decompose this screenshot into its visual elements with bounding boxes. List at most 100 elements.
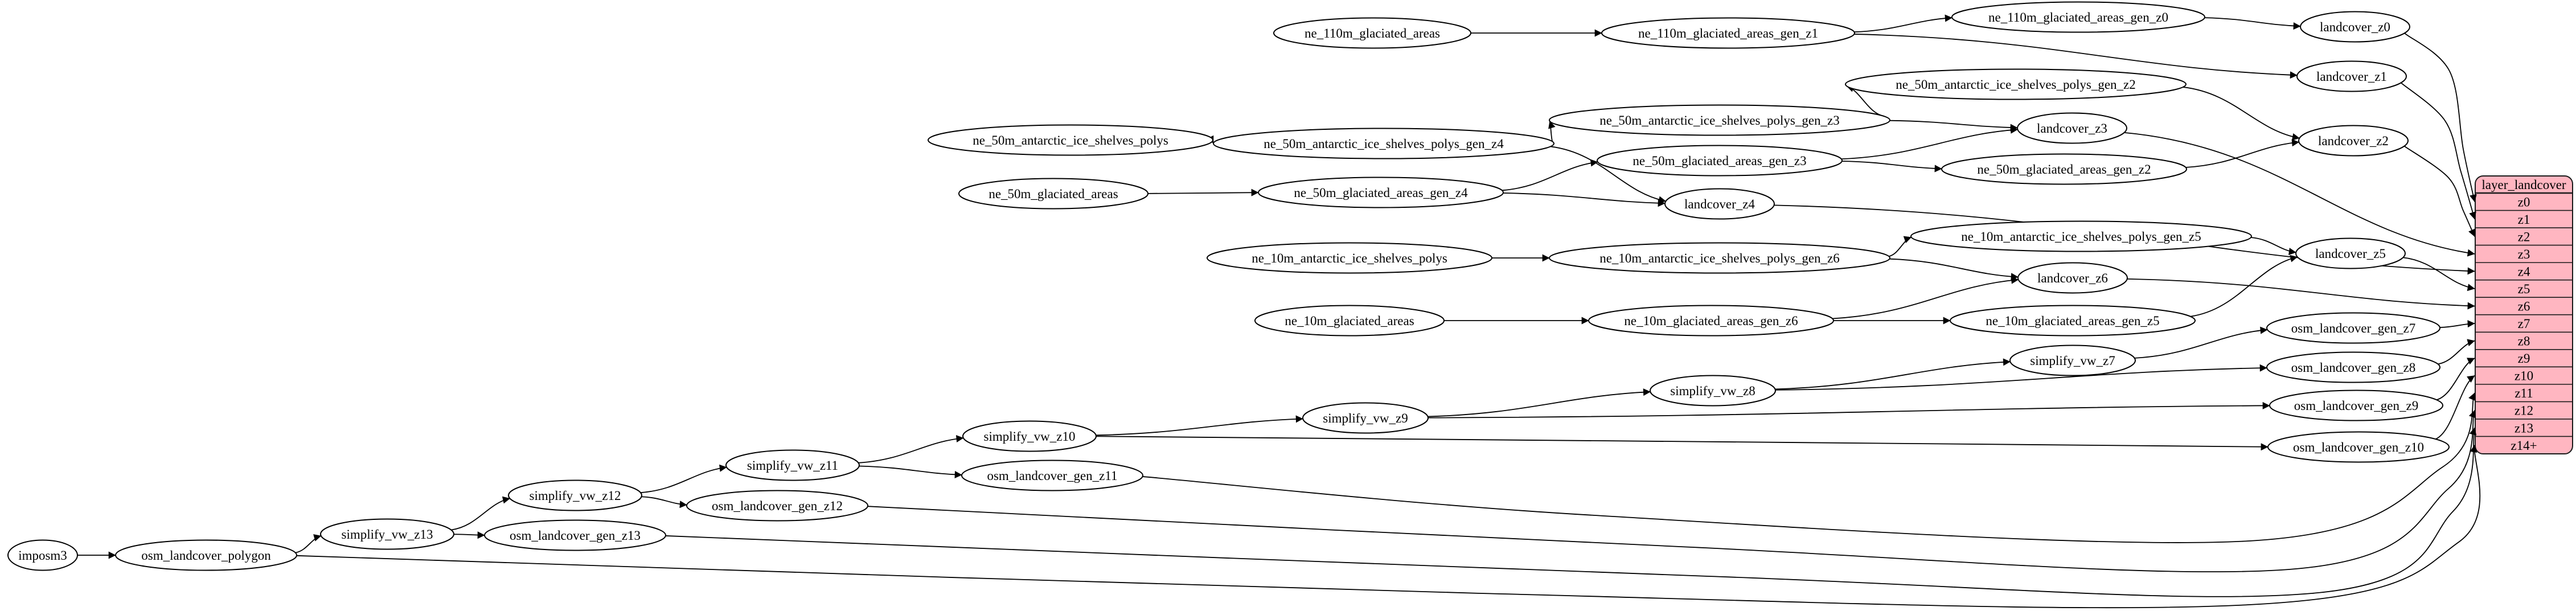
node-label: osm_landcover_gen_z10 — [2293, 440, 2424, 454]
node-label: landcover_z6 — [2037, 271, 2108, 285]
node-simplify_vw_z7: simplify_vw_z7 — [2009, 345, 2136, 376]
node-ellipse — [1588, 305, 1834, 337]
node-simplify_vw_z9: simplify_vw_z9 — [1302, 402, 1429, 434]
node-label: ne_50m_glaciated_areas — [988, 187, 1118, 201]
node-ne_50m_glaciated_areas_gen_z2: ne_50m_glaciated_areas_gen_z2 — [1941, 153, 2187, 185]
node-ellipse — [2017, 262, 2128, 294]
layer-table-row-z5: z5 — [2518, 282, 2530, 296]
edges — [77, 14, 2481, 609]
edge-landcover_z6-to-layer_landcover.z6 — [2127, 278, 2475, 310]
node-ne_10m_glaciated_areas_gen_z5: ne_10m_glaciated_areas_gen_z5 — [1950, 305, 2196, 337]
node-ellipse — [2300, 11, 2410, 43]
layer-table-row-z8: z8 — [2518, 334, 2530, 348]
node-osm_landcover_gen_z9: osm_landcover_gen_z9 — [2269, 389, 2443, 421]
node-landcover_z5: landcover_z5 — [2295, 237, 2406, 269]
node-landcover_z0: landcover_z0 — [2300, 11, 2410, 43]
edge-landcover_z2-to-layer_landcover.z2 — [2403, 145, 2475, 237]
node-ellipse — [484, 519, 666, 551]
node-ellipse — [1213, 128, 1554, 159]
edge-landcover_z0-to-layer_landcover.z0 — [2404, 32, 2477, 202]
layer-table-row-z4: z4 — [2518, 264, 2530, 278]
edge-ne_50m_glaciated_areas_gen_z4-to-landcover_z4 — [1503, 192, 1666, 207]
edge-landcover_z5-to-layer_landcover.z5 — [2403, 257, 2475, 292]
layer-table-row-z2: z2 — [2518, 229, 2530, 244]
layer-table-row-z13: z13 — [2515, 421, 2533, 435]
edge-ne_50m_antarctic_ice_shelves_polys_gen_z2-to-landcover_z2 — [2183, 87, 2300, 141]
node-ellipse — [1950, 305, 2196, 337]
node-label: ne_110m_glaciated_areas — [1305, 26, 1440, 40]
node-ellipse — [2009, 345, 2136, 376]
node-ellipse — [1254, 305, 1445, 337]
node-label: osm_landcover_gen_z9 — [2294, 399, 2418, 413]
edge-simplify_vw_z9-to-osm_landcover_gen_z9 — [1428, 401, 2270, 419]
node-label: simplify_vw_z7 — [2030, 354, 2115, 368]
edge-osm_landcover_gen_z12-to-layer_landcover.z12 — [867, 410, 2476, 573]
node-ellipse — [2266, 351, 2440, 383]
edge-osm_landcover_gen_z10-to-layer_landcover.z10 — [2435, 375, 2475, 440]
edge-simplify_vw_z10-to-simplify_vw_z9 — [1096, 415, 1303, 436]
edge-ne_50m_glaciated_areas_gen_z3-to-landcover_z3 — [1841, 126, 2019, 160]
node-ellipse — [958, 178, 1148, 210]
node-ellipse — [686, 490, 868, 522]
node-label: simplify_vw_z12 — [530, 489, 621, 503]
node-ne_50m_antarctic_ice_shelves_polys: ne_50m_antarctic_ice_shelves_polys — [928, 124, 1213, 156]
node-label: landcover_z0 — [2320, 20, 2390, 34]
node-ellipse — [1664, 188, 1775, 220]
node-ellipse — [1597, 145, 1843, 177]
node-osm_landcover_gen_z10: osm_landcover_gen_z10 — [2267, 431, 2450, 463]
node-ellipse — [962, 420, 1097, 452]
edge-osm_landcover_gen_z13-to-layer_landcover.z13 — [665, 427, 2477, 597]
edge-landcover_z1-to-layer_landcover.z1 — [2401, 82, 2476, 220]
layer-table-title: layer_landcover — [2481, 178, 2566, 192]
edge-ne_10m_antarctic_ice_shelves_polys_gen_z6-to-landcover_z6 — [1889, 258, 2019, 281]
node-ellipse — [7, 539, 78, 571]
layer-table-row-z0: z0 — [2518, 195, 2530, 209]
node-label: simplify_vw_z11 — [747, 458, 838, 473]
node-ne_10m_glaciated_areas: ne_10m_glaciated_areas — [1254, 305, 1445, 337]
edge-ne_10m_antarctic_ice_shelves_polys_gen_z5-to-landcover_z5 — [2251, 237, 2296, 256]
node-ne_10m_glaciated_areas_gen_z6: ne_10m_glaciated_areas_gen_z6 — [1588, 305, 1834, 337]
node-ellipse — [1650, 375, 1776, 407]
node-ellipse — [320, 518, 454, 550]
layer-table-row-z14+: z14+ — [2511, 438, 2537, 453]
edge-simplify_vw_z13-to-osm_landcover_gen_z13 — [453, 531, 485, 539]
node-label: ne_50m_glaciated_areas_gen_z4 — [1294, 186, 1468, 200]
node-label: landcover_z5 — [2315, 247, 2386, 261]
node-ellipse — [115, 539, 297, 571]
edge-simplify_vw_z13-to-simplify_vw_z12 — [451, 496, 511, 531]
node-ellipse — [1207, 242, 1492, 274]
edge-ne_10m_glaciated_areas_gen_z5-to-landcover_z5 — [2190, 255, 2298, 317]
layer-table-row-z10: z10 — [2515, 369, 2533, 383]
edge-simplify_vw_z8-to-simplify_vw_z7 — [1775, 358, 2011, 390]
node-simplify_vw_z12: simplify_vw_z12 — [508, 479, 642, 511]
layer-table: layer_landcoverz0z1z2z3z4z5z6z7z8z9z10z1… — [2475, 175, 2573, 454]
node-label: landcover_z4 — [1684, 197, 1755, 211]
edge-simplify_vw_z12-to-osm_landcover_gen_z12 — [641, 496, 687, 509]
node-label: ne_50m_antarctic_ice_shelves_polys_gen_z… — [1599, 113, 1840, 128]
layer-table-row-z11: z11 — [2515, 386, 2533, 400]
edge-osm_landcover_gen_z11-to-layer_landcover.z11 — [1142, 392, 2476, 543]
edge-ne_50m_antarctic_ice_shelves_polys_gen_z3-to-landcover_z3 — [1889, 120, 2018, 132]
node-osm_landcover_gen_z8: osm_landcover_gen_z8 — [2266, 351, 2440, 383]
node-label: osm_landcover_gen_z11 — [987, 469, 1117, 483]
node-ellipse — [2017, 112, 2127, 144]
layer-table-row-z6: z6 — [2518, 300, 2530, 314]
node-ellipse — [1910, 220, 2252, 252]
node-osm_landcover_gen_z11: osm_landcover_gen_z11 — [961, 460, 1143, 491]
edge-simplify_vw_z7-to-osm_landcover_gen_z7 — [2134, 326, 2268, 359]
node-label: ne_10m_antarctic_ice_shelves_polys — [1252, 251, 1447, 265]
node-label: landcover_z1 — [2316, 69, 2387, 84]
edge-simplify_vw_z11-to-simplify_vw_z10 — [858, 434, 964, 464]
node-ne_50m_antarctic_ice_shelves_polys_gen_z2: ne_50m_antarctic_ice_shelves_polys_gen_z… — [1845, 68, 2187, 100]
edge-ne_110m_glaciated_areas_gen_z0-to-landcover_z0 — [2204, 17, 2301, 30]
node-landcover_z3: landcover_z3 — [2017, 112, 2127, 144]
node-ne_110m_glaciated_areas: ne_110m_glaciated_areas — [1273, 17, 1471, 49]
node-label: ne_10m_antarctic_ice_shelves_polys_gen_z… — [1961, 229, 2201, 244]
node-label: ne_10m_antarctic_ice_shelves_polys_gen_z… — [1599, 251, 1840, 265]
edge-ne_10m_antarctic_ice_shelves_polys_gen_z6-to-ne_10m_antarctic_ice_shelves_polys_gen_z5 — [1888, 236, 1912, 257]
node-landcover_z2: landcover_z2 — [2298, 125, 2409, 157]
edge-ne_50m_glaciated_areas_gen_z3-to-ne_50m_glaciated_areas_gen_z2 — [1841, 161, 1942, 173]
node-ellipse — [2296, 60, 2407, 92]
